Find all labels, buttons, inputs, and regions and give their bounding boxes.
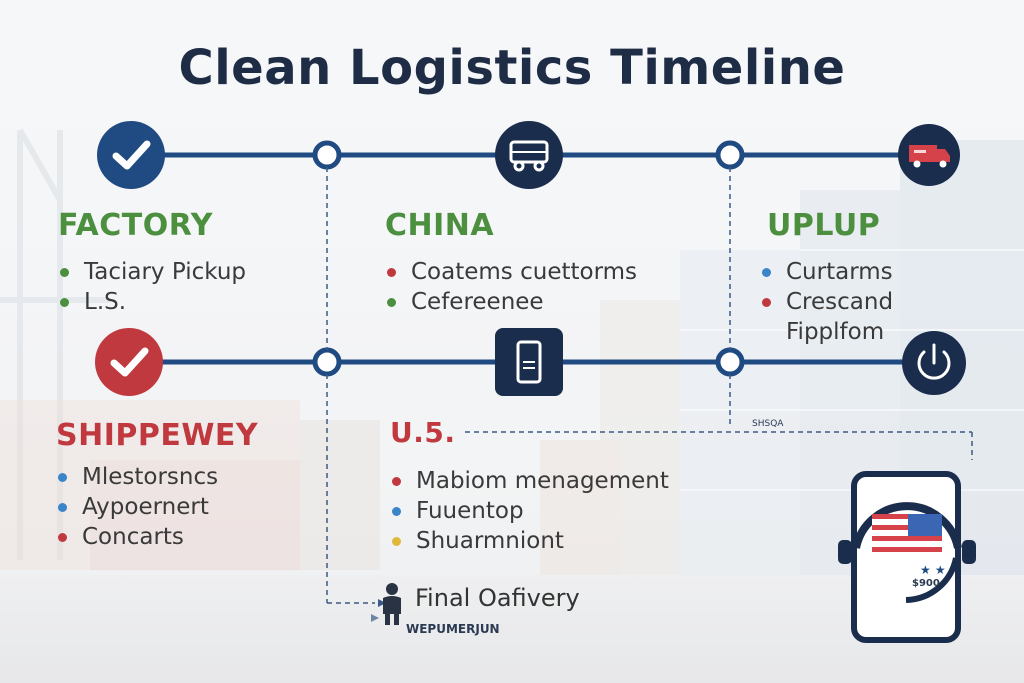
list-item: Mlestorsncs (56, 462, 218, 492)
phone-icon (495, 328, 563, 396)
route-tag: SHSQA (752, 419, 784, 429)
flag-icon (872, 514, 942, 556)
crane-silhouette (0, 128, 110, 560)
stage-list-uplup: Curtarms Crescand Fipplfom (760, 257, 893, 347)
final-delivery-caption: WEPUMERJUN (406, 622, 500, 636)
truck-icon (495, 121, 563, 189)
list-item: Mabiom menagement (390, 466, 669, 496)
delivery-van-icon (898, 124, 960, 186)
list-item: Crescand (760, 287, 893, 317)
stage-heading-us: U.5. (390, 416, 456, 449)
power-icon (902, 331, 966, 395)
device-price: $900 (912, 578, 940, 589)
stage-heading-shippewey: SHIPPEWEY (56, 418, 259, 453)
list-item: Fipplfom (786, 319, 885, 345)
container-stacks-left (0, 400, 380, 570)
list-item: Curtarms (760, 257, 893, 287)
page-title: Clean Logistics Timeline (178, 40, 846, 96)
list-item: Coatems cuettorms (385, 257, 637, 287)
stage-heading-china: CHINA (385, 208, 495, 243)
device-illustration: ★ ★ (838, 471, 976, 643)
person-icon (383, 583, 401, 625)
stage-list-factory: Taciary Pickup L.S. (58, 257, 246, 317)
svg-text:★ ★: ★ ★ (920, 563, 946, 577)
list-item: Aypoernert (56, 492, 218, 522)
check-icon (95, 328, 163, 396)
list-item: Cefereenee (385, 287, 637, 317)
list-item: Fuuentop (390, 496, 669, 526)
stage-list-shippewey: Mlestorsncs Aypoernert Concarts (56, 462, 218, 552)
dashed-connectors (326, 167, 973, 604)
list-item: L.S. (58, 287, 246, 317)
stage-heading-factory: FACTORY (58, 208, 213, 243)
check-icon (97, 121, 165, 189)
list-item: Taciary Pickup (58, 257, 246, 287)
list-item: Concarts (56, 522, 218, 552)
stage-list-us: Mabiom menagement Fuuentop Shuarmniont (390, 466, 669, 556)
list-item: Shuarmniont (390, 526, 669, 556)
stage-list-china: Coatems cuettorms Cefereenee (385, 257, 637, 317)
stage-heading-uplup: UPLUP (767, 208, 881, 243)
final-delivery-label: Final Oafivery (415, 584, 580, 612)
